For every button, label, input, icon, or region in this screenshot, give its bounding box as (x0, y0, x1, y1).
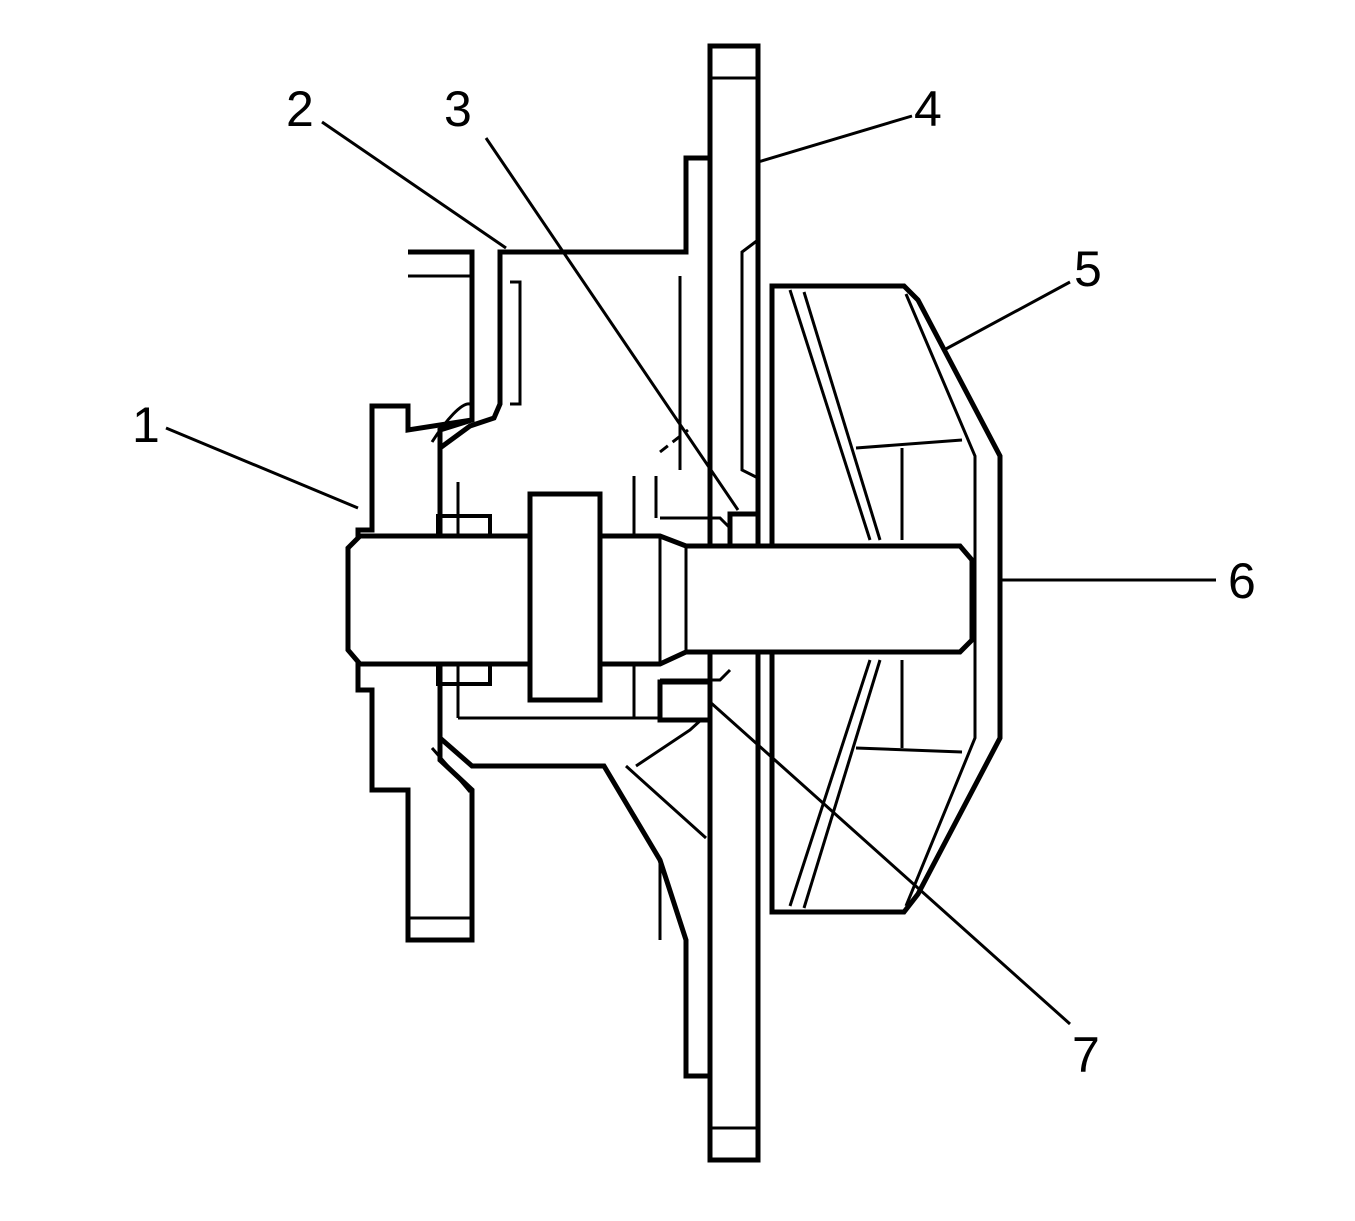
leader-1 (165, 426, 359, 510)
callout-labels: 1 2 3 4 5 6 7 (132, 81, 1256, 1083)
callout-6: 6 (1228, 553, 1256, 609)
leader-2 (321, 120, 507, 250)
callout-1: 1 (132, 397, 160, 453)
seal-assembly (436, 511, 761, 723)
callout-5: 5 (1074, 241, 1102, 297)
leader-4 (757, 114, 913, 164)
callout-7: 7 (1072, 1027, 1100, 1083)
leader-lines (165, 114, 1216, 1026)
leader-5 (943, 280, 1071, 352)
leader-3 (484, 137, 740, 511)
callout-3: 3 (444, 81, 472, 137)
callout-4: 4 (914, 81, 942, 137)
callout-2: 2 (286, 81, 314, 137)
leader-7 (708, 700, 1072, 1026)
shaft (345, 491, 975, 703)
